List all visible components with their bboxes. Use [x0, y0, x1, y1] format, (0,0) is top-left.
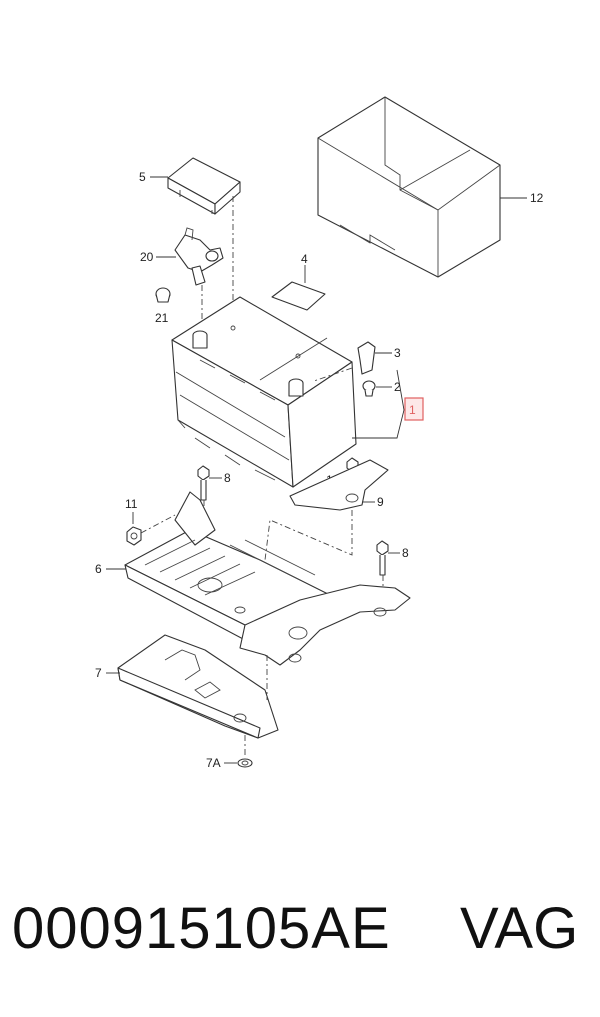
vent-cap — [357, 341, 376, 375]
callout-8-right: 8 — [402, 546, 409, 560]
callout-4: 4 — [301, 252, 308, 266]
nut-11 — [126, 526, 142, 546]
exploded-parts-diagram: 12 5 20 21 4 — [95, 96, 544, 770]
callout-7: 7 — [95, 666, 102, 680]
warning-label — [271, 281, 326, 311]
callout-21: 21 — [155, 311, 169, 325]
callout-5: 5 — [139, 170, 146, 184]
cap-nut — [155, 287, 171, 303]
callout-9: 9 — [377, 495, 384, 509]
callout-6: 6 — [95, 562, 102, 576]
callout-3: 3 — [394, 346, 401, 360]
brand-label: VAG — [460, 896, 579, 961]
battery-tray — [124, 491, 411, 666]
terminal-cover — [167, 157, 241, 215]
callout-8-upper: 8 — [224, 471, 231, 485]
part-number: 000915105AE — [12, 896, 391, 961]
terminal-clamp — [174, 227, 224, 286]
insulation-plate — [117, 634, 279, 739]
vent-plug — [362, 380, 376, 397]
callout-1: 1 — [409, 403, 416, 417]
washer-7a — [237, 758, 253, 768]
battery — [171, 296, 357, 488]
hold-down-clamp — [289, 459, 389, 511]
callout-20: 20 — [140, 250, 154, 264]
battery-cover-box — [317, 96, 501, 278]
callout-2: 2 — [394, 380, 401, 394]
callout-7a: 7A — [206, 756, 221, 770]
bolt-right — [376, 540, 389, 576]
callout-12: 12 — [530, 191, 544, 205]
callout-11: 11 — [125, 497, 138, 511]
callout-1-highlight: 1 — [404, 397, 424, 421]
footer: 000915105AE VAG — [0, 895, 600, 975]
bolt-upper — [197, 465, 210, 501]
